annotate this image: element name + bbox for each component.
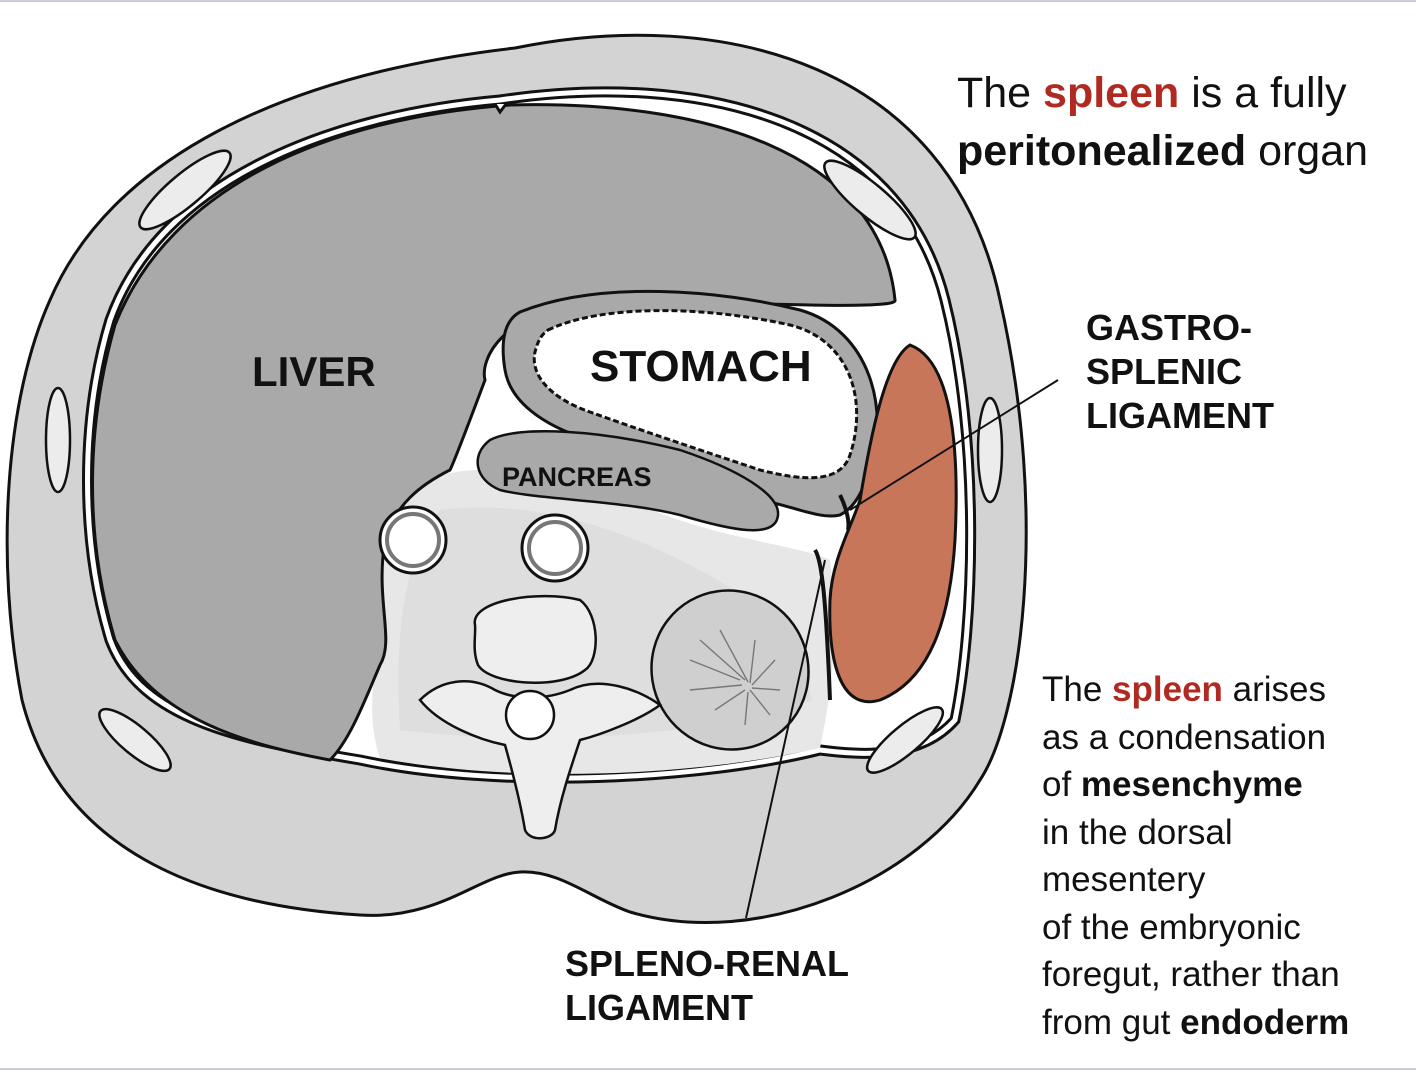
ivc-vessel	[378, 505, 448, 575]
left-kidney	[650, 589, 810, 751]
origin-line-6: of the embryonic	[1042, 907, 1301, 947]
gastrosplenic-leader	[849, 379, 1059, 511]
origin-line-7: foregut, rather than	[1042, 955, 1340, 994]
peritonealized-emphasis: peritonealized	[957, 127, 1247, 175]
rib-left-mid	[44, 386, 72, 494]
splenorenal-line-2: LIGAMENT	[565, 987, 753, 1028]
spleen-shape	[828, 343, 958, 704]
endoderm-emphasis: endoderm	[1180, 1002, 1350, 1042]
splenorenal-fold	[813, 548, 832, 701]
peritonealized-note: The spleen is a fully peritonealized org…	[957, 64, 1368, 180]
gastrosplenic-line-1: GASTRO-	[1086, 307, 1252, 348]
rib-right-lower	[865, 706, 945, 774]
liver-label: LIVER	[252, 348, 376, 395]
rib-left-upper	[138, 149, 232, 231]
liver-shape	[91, 103, 897, 762]
origin-line-3: of mesenchyme	[1042, 765, 1303, 804]
origin-note: The spleen arises as a condensation of m…	[1042, 666, 1349, 1046]
note-title-line-1: The spleen is a fully	[957, 69, 1347, 117]
origin-line-4: in the dorsal	[1042, 812, 1233, 852]
aorta-vessel	[520, 513, 590, 583]
gastrosplenic-fold	[838, 494, 851, 531]
spleen-emphasis-2: spleen	[1112, 670, 1223, 709]
renal-pelvis-lines	[689, 629, 781, 726]
vertebral-body	[473, 594, 597, 684]
origin-line-2: as a condensation	[1042, 717, 1327, 757]
rib-right-upper	[823, 159, 917, 241]
spleen-emphasis: spleen	[1043, 69, 1180, 117]
rib-left-lower	[98, 707, 172, 773]
origin-line-8: from gut endoderm	[1042, 1002, 1350, 1042]
stomach-label: STOMACH	[590, 342, 812, 391]
origin-line-5: mesentery	[1042, 860, 1206, 899]
gastrosplenic-line-3: LIGAMENT	[1086, 395, 1274, 436]
origin-line-1: The spleen arises	[1042, 670, 1327, 709]
rib-right-mid	[976, 396, 1004, 504]
splenorenal-leader	[745, 559, 826, 919]
splenorenal-line-1: SPLENO-RENAL	[565, 943, 850, 984]
bottom-frame-line	[0, 1068, 1416, 1070]
gastrosplenic-callout: GASTRO- SPLENIC LIGAMENT	[1086, 306, 1274, 438]
note-title-line-2: peritonealized organ	[957, 127, 1369, 175]
splenorenal-callout: SPLENO-RENAL LIGAMENT	[565, 942, 849, 1030]
pancreas-shape	[476, 430, 780, 532]
stomach-lumen	[532, 309, 859, 480]
mesenchyme-emphasis: mesenchyme	[1080, 765, 1303, 804]
top-frame-line	[0, 0, 1416, 2]
gastrosplenic-line-2: SPLENIC	[1086, 351, 1243, 392]
pancreas-label: PANCREAS	[502, 462, 652, 492]
